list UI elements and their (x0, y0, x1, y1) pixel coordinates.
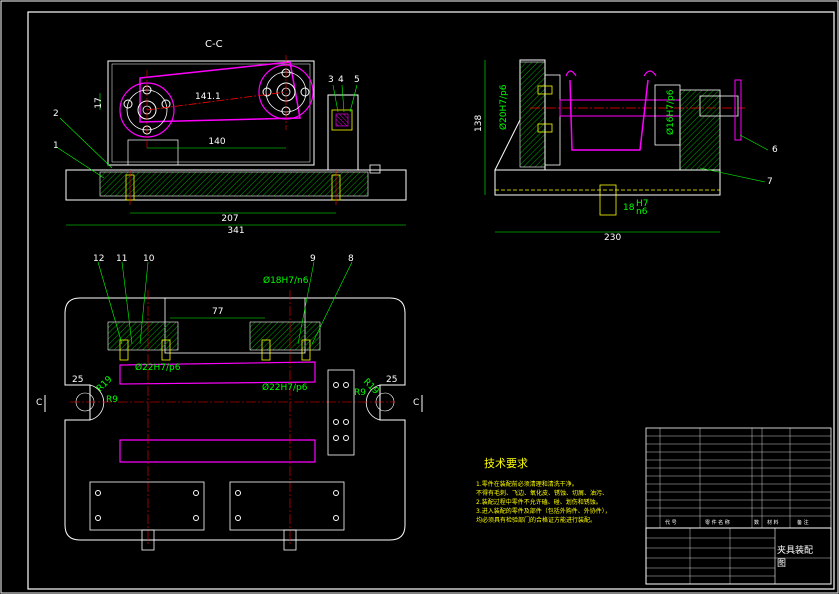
section-mark-left: C (36, 398, 42, 408)
bom-header-no: 代 号 (665, 519, 677, 526)
plan-lower-block-right (229, 481, 345, 531)
title-block: 代 号 零 件 名 称 数 材 料 备 注 夹具装配 图 (645, 427, 832, 585)
dim-18-fit-bottom: n6 (636, 207, 648, 217)
note-line-3: 2.装配过程中零件不允许磕、碰、划伤和锈蚀。 (476, 498, 602, 506)
clamp-block (327, 94, 359, 171)
side-handwheel (734, 79, 742, 141)
dim-207: 207 (221, 214, 238, 224)
callout-8: 8 (348, 254, 354, 264)
side-upright (494, 59, 546, 171)
callout-5: 5 (354, 75, 360, 85)
dim-25-right: 25 (386, 375, 397, 385)
plan-link-upper (119, 361, 316, 385)
dim-r9-left: R9 (106, 395, 118, 405)
dim-18: 18 (623, 203, 635, 213)
plan-block-right (249, 321, 321, 351)
drawing-title-2: 图 (777, 558, 786, 569)
plan-base-outline (64, 297, 406, 541)
dim-141: 141.1 (195, 92, 221, 102)
base-plate (65, 169, 407, 201)
dim-phi20: Ø20H7/p6 (498, 84, 509, 130)
side-base (494, 169, 721, 196)
note-line-4: 3.进入装配的零件及部件（包括外购件、外协件）， (476, 507, 611, 515)
bom-header-material: 材 料 (767, 519, 779, 526)
bom-header-name: 零 件 名 称 (705, 519, 730, 526)
front-view: C-C (53, 39, 407, 236)
plan-block-left (107, 321, 179, 351)
dim-r19-left: R19 (95, 374, 115, 394)
bom-header-qty: 数 (754, 519, 759, 526)
dim-138: 138 (474, 115, 484, 132)
callout-1: 1 (53, 141, 59, 151)
callout-2: 2 (53, 109, 59, 119)
callout-4: 4 (338, 75, 344, 85)
dim-phi16: Ø16H7/p6 (665, 89, 676, 135)
plan-link-lower (119, 439, 316, 463)
dim-phi18: Ø18H7/n6 (263, 275, 309, 286)
callout-7: 7 (767, 177, 773, 187)
base-hatch (99, 171, 369, 197)
dim-phi22a: Ø22H7/p6 (135, 362, 181, 373)
section-label: C-C (205, 39, 223, 50)
side-view: 138 230 Ø20H7/p6 Ø16H7/p6 18 H7 n6 6 7 (474, 59, 778, 243)
notes-title: 技术要求 (484, 457, 528, 470)
callout-10: 10 (143, 254, 155, 264)
link-plate (139, 61, 301, 123)
callout-3: 3 (328, 75, 334, 85)
dim-phi22b: Ø22H7/p6 (262, 382, 308, 393)
dim-140: 140 (208, 137, 225, 147)
plan-lower-block-left (89, 481, 205, 531)
dim-17: 17 (94, 97, 104, 108)
dim-230: 230 (604, 233, 621, 243)
callout-9: 9 (310, 254, 316, 264)
callout-11: 11 (116, 254, 127, 264)
section-mark-right: C (413, 398, 419, 408)
dim-77: 77 (212, 307, 223, 317)
note-line-1: 1.零件在装配前必须清理和清洗干净。 (476, 480, 578, 488)
note-line-2: 不得有毛刺、飞边、氧化皮、锈蚀、切屑、油污、 (476, 489, 608, 497)
dim-25-left: 25 (72, 375, 83, 385)
note-line-5: 均必须具有检验部门的合格证方能进行装配。 (476, 516, 596, 524)
dim-341: 341 (227, 226, 244, 236)
side-clamp-body (679, 89, 721, 171)
title-frame (645, 527, 832, 585)
side-link (569, 79, 649, 151)
drawing-title: 夹具装配 (777, 544, 813, 556)
callout-6: 6 (772, 145, 778, 155)
technical-notes: 技术要求 1.零件在装配前必须清理和清洗干净。 不得有毛刺、飞边、氧化皮、锈蚀、… (476, 457, 611, 524)
sheet-inner-border (27, 11, 835, 590)
plan-view: Ø18H7/n6 77 Ø22H7/p6 Ø22H7/p6 25 25 R19 … (36, 254, 423, 551)
dim-18-fit-top: H7 (636, 199, 649, 209)
upright-body (107, 60, 315, 166)
bom-table (645, 427, 832, 529)
bom-header-note: 备 注 (797, 519, 809, 526)
dim-r9-right: R9 (354, 388, 366, 398)
callout-12: 12 (93, 254, 104, 264)
